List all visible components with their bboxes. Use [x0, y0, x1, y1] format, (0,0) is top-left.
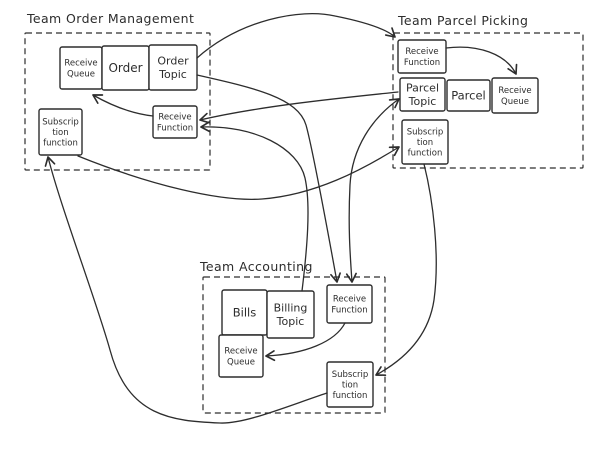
- arrow-parcel-receive-function-to-parcel-receive-queue: [445, 46, 518, 75]
- arrow-parcel-topic-to-order-receive-function: [199, 91, 399, 124]
- team-parcel-picking-frame: [392, 32, 584, 169]
- order-label: Order: [108, 61, 142, 75]
- bills-label: Bills: [233, 306, 256, 320]
- billing-topic-box: [266, 290, 315, 339]
- order: Order: [101, 45, 150, 91]
- arrow-parcel-subscription-to-accounting-subscription: [375, 163, 437, 377]
- bills: Bills: [221, 289, 268, 336]
- team-accounting-frame: [202, 276, 386, 414]
- parcel-receive-queue-box: [491, 77, 539, 114]
- accounting-subscription-function-box: [326, 361, 374, 408]
- arrow-parcel-topic-accounting-receive-function-bidirectional: [345, 98, 400, 283]
- order-subscription-function-box: [38, 108, 83, 156]
- team-order-management-label: Team Order Management: [26, 11, 194, 26]
- order-receive-function-box: [152, 105, 198, 139]
- arrow-accounting-receive-function-to-accounting-receive-queue: [265, 322, 346, 362]
- parcel-subscription-function-box: [401, 119, 449, 165]
- parcel-label: Parcel: [451, 89, 486, 103]
- team-accounting: Team Accounting: [199, 259, 386, 414]
- arrow-order-receive-function-to-order-receive-queue: [92, 94, 154, 117]
- team-order-management-frame: [24, 32, 211, 171]
- parcel-box: [446, 79, 491, 112]
- order-topic-box: [148, 44, 198, 91]
- team-accounting-label: Team Accounting: [199, 259, 313, 274]
- arrow-accounting-subscription-to-order-subscription: [44, 156, 328, 424]
- parcel: Parcel: [446, 79, 491, 112]
- team-parcel-picking: Team Parcel Picking: [392, 13, 584, 169]
- accounting-receive-queue-box: [218, 334, 264, 378]
- parcel-topic-box: [399, 77, 446, 112]
- team-parcel-picking-label: Team Parcel Picking: [397, 13, 528, 28]
- arrow-order-topic-to-accounting-receive-function: [196, 74, 341, 283]
- accounting-receive-function-box: [326, 284, 373, 324]
- arrow-billing-topic-to-order-receive-function: [200, 121, 309, 292]
- arrow-order-subscription-to-parcel-subscription: [77, 146, 400, 200]
- arrow-order-topic-to-parcel-receive-function: [196, 13, 396, 59]
- parcel-receive-function-box: [397, 39, 447, 74]
- team-order-management: Team Order Management: [24, 11, 211, 171]
